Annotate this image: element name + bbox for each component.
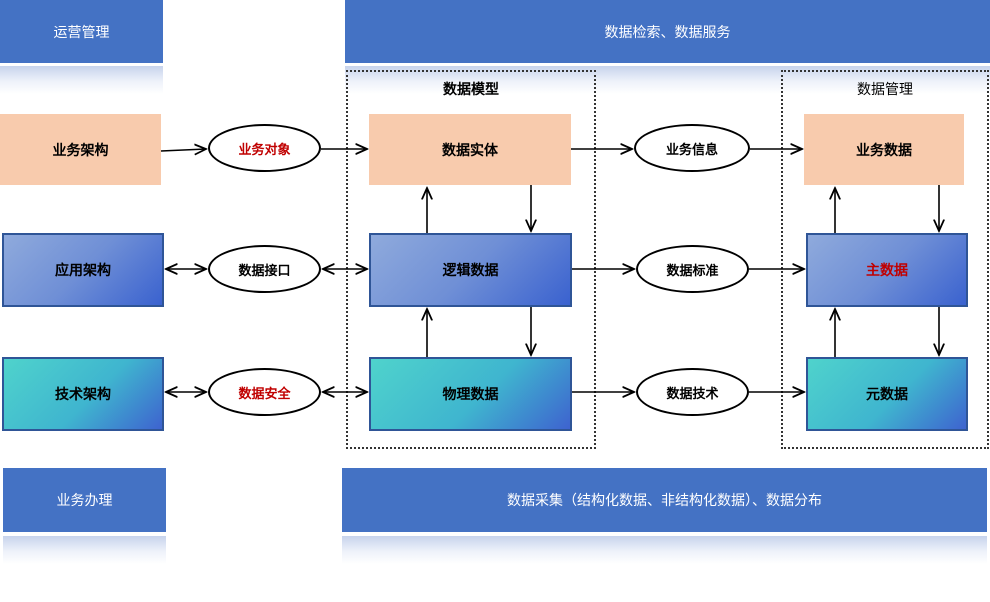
data-security-oval: 数据安全 xyxy=(208,368,321,416)
data-interface-label: 数据接口 xyxy=(238,263,291,279)
data-technology-oval: 数据技术 xyxy=(636,368,749,416)
logical-data-box: 逻辑数据 xyxy=(369,233,572,307)
business-info-label: 业务信息 xyxy=(665,142,718,158)
metadata-label: 元数据 xyxy=(866,387,908,403)
top-right-label: 数据检索、数据服务 xyxy=(604,24,731,41)
master-data-box: 主数据 xyxy=(806,233,968,307)
data-entity-label: 数据实体 xyxy=(442,142,498,159)
top-left-fade xyxy=(0,66,163,94)
data-interface-oval: 数据接口 xyxy=(208,245,321,293)
top-left-bar: 运营管理 xyxy=(0,0,163,63)
arrow-biz-to-object xyxy=(160,149,206,151)
master-data-label: 主数据 xyxy=(866,263,908,279)
logical-data-label: 逻辑数据 xyxy=(442,263,499,279)
business-object-label: 业务对象 xyxy=(238,142,291,158)
top-left-label: 运营管理 xyxy=(53,24,110,41)
physical-data-box: 物理数据 xyxy=(369,357,572,431)
data-model-title: 数据模型 xyxy=(443,82,499,98)
business-architecture-label: 业务架构 xyxy=(52,142,109,159)
data-management-group xyxy=(781,70,989,449)
physical-data-label: 物理数据 xyxy=(442,387,499,403)
technical-architecture-label: 技术架构 xyxy=(55,387,111,403)
data-management-title: 数据管理 xyxy=(857,82,913,98)
application-architecture-label: 应用架构 xyxy=(55,263,111,279)
bottom-left-label: 业务办理 xyxy=(56,493,113,509)
data-standard-oval: 数据标准 xyxy=(636,245,749,293)
business-object-oval: 业务对象 xyxy=(208,124,321,172)
metadata-box: 元数据 xyxy=(806,357,968,431)
bottom-right-bar: 数据采集（结构化数据、非结构化数据）、数据分布 xyxy=(342,468,987,532)
data-technology-label: 数据技术 xyxy=(666,386,719,402)
technical-architecture-box: 技术架构 xyxy=(2,357,164,431)
bottom-right-label: 数据采集（结构化数据、非结构化数据）、数据分布 xyxy=(507,493,822,509)
data-security-label: 数据安全 xyxy=(238,386,291,402)
business-info-oval: 业务信息 xyxy=(634,124,750,172)
application-architecture-box: 应用架构 xyxy=(2,233,164,307)
business-data-label: 业务数据 xyxy=(856,142,912,159)
business-data-box: 业务数据 xyxy=(804,114,964,185)
bottom-left-bar: 业务办理 xyxy=(3,468,166,532)
data-model-group xyxy=(346,70,596,449)
top-right-bar: 数据检索、数据服务 xyxy=(345,0,990,63)
bottom-right-fade xyxy=(342,536,987,564)
data-entity-box: 数据实体 xyxy=(369,114,571,185)
business-architecture-box: 业务架构 xyxy=(0,114,161,185)
bottom-left-fade xyxy=(3,536,166,564)
data-standard-label: 数据标准 xyxy=(666,263,719,279)
